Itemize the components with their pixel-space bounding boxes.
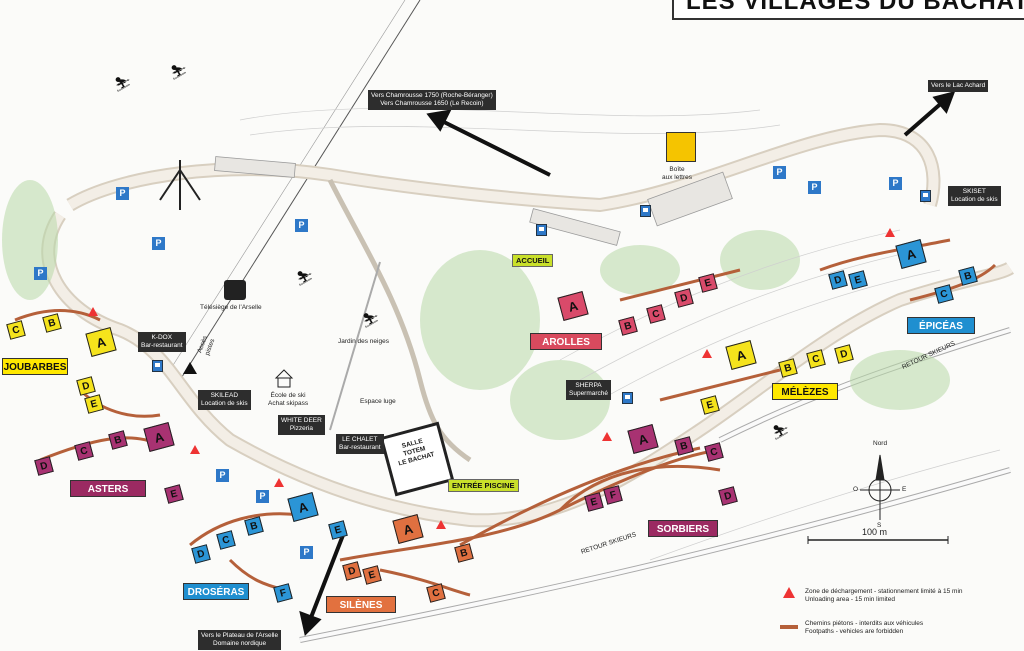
skier-icon: ⛷ — [362, 312, 380, 328]
mailbox-icon — [666, 132, 696, 162]
parking-icon: P — [300, 546, 313, 559]
label-espace-luge: Espace luge — [360, 398, 396, 405]
unloading-triangle-icon — [190, 445, 200, 454]
skier-icon: ⛷ — [114, 76, 132, 92]
label-jardin-neiges: Jardin des neiges — [338, 338, 389, 345]
unloading-triangle-icon — [885, 228, 895, 237]
zone-droseras[interactable]: DROSÉRAS — [183, 583, 249, 600]
chairlift-icon — [224, 280, 246, 300]
parking-icon: P — [889, 177, 902, 190]
unloading-triangle-icon — [88, 307, 98, 316]
direction-chamrousse: Vers Chamrousse 1750 (Roche-Béranger)Ver… — [368, 90, 496, 110]
ski-school-icon — [274, 369, 294, 388]
zone-arolles[interactable]: AROLLES — [530, 333, 602, 350]
zone-asters[interactable]: ASTERS — [70, 480, 146, 497]
parking-icon: P — [116, 187, 129, 200]
skier-icon: ⛷ — [170, 64, 188, 80]
zone-silenes[interactable]: SILÈNES — [326, 596, 396, 613]
ski-lift-pylon-icon — [159, 160, 201, 210]
bus-stop-icon — [622, 392, 633, 404]
compass-nord: Nord — [873, 440, 888, 447]
label-accueil[interactable]: ACCUEIL — [512, 254, 554, 267]
bus-stop-icon — [536, 224, 547, 236]
legend-unloading: Zone de déchargement - stationnement lim… — [805, 588, 963, 603]
compass-west: O — [853, 486, 859, 493]
legend-triangle-icon — [783, 587, 795, 598]
zone-sorbiers[interactable]: SORBIERS — [648, 520, 718, 537]
label-entree-piscine[interactable]: ENTRÉE PISCINE — [448, 479, 519, 492]
parking-icon: P — [216, 469, 229, 482]
unloading-triangle-icon — [274, 478, 284, 487]
parking-icon: P — [295, 219, 308, 232]
bus-stop-icon — [920, 190, 931, 202]
legend-footpaths: Chemins piétons - interdits aux véhicule… — [805, 620, 924, 635]
parking-icon: P — [808, 181, 821, 194]
unloading-triangle-icon — [602, 432, 612, 441]
skier-icon: ⛷ — [296, 270, 314, 286]
zone-melezes[interactable]: MÉLÈZES — [772, 383, 838, 400]
compass-east: E — [902, 486, 907, 493]
direction-lac-achard: Vers le Lac Achard — [928, 80, 989, 92]
zone-epiceas[interactable]: ÉPICÉAS — [907, 317, 975, 334]
unloading-triangle-icon — [436, 520, 446, 529]
bus-stop-icon — [640, 205, 651, 217]
map-title: LES VILLAGES DU BACHAT — [672, 0, 1024, 20]
skier-icon: ⛷ — [772, 424, 790, 440]
label-telesiege: Télésiège de l'Arselle — [200, 304, 262, 311]
zone-joubarbes[interactable]: JOUBARBES — [2, 358, 68, 375]
parking-icon: P — [152, 237, 165, 250]
scale-label: 100 m — [862, 527, 888, 537]
access-pistes-icon — [183, 362, 197, 374]
parking-icon: P — [256, 490, 269, 503]
ski-lift-cable — [179, 0, 421, 381]
parking-icon: P — [773, 166, 786, 179]
compass-icon — [860, 454, 900, 520]
unloading-triangle-icon — [702, 349, 712, 358]
parking-icon: P — [34, 267, 47, 280]
compass-south: S — [877, 522, 882, 529]
bus-stop-icon — [152, 360, 163, 372]
